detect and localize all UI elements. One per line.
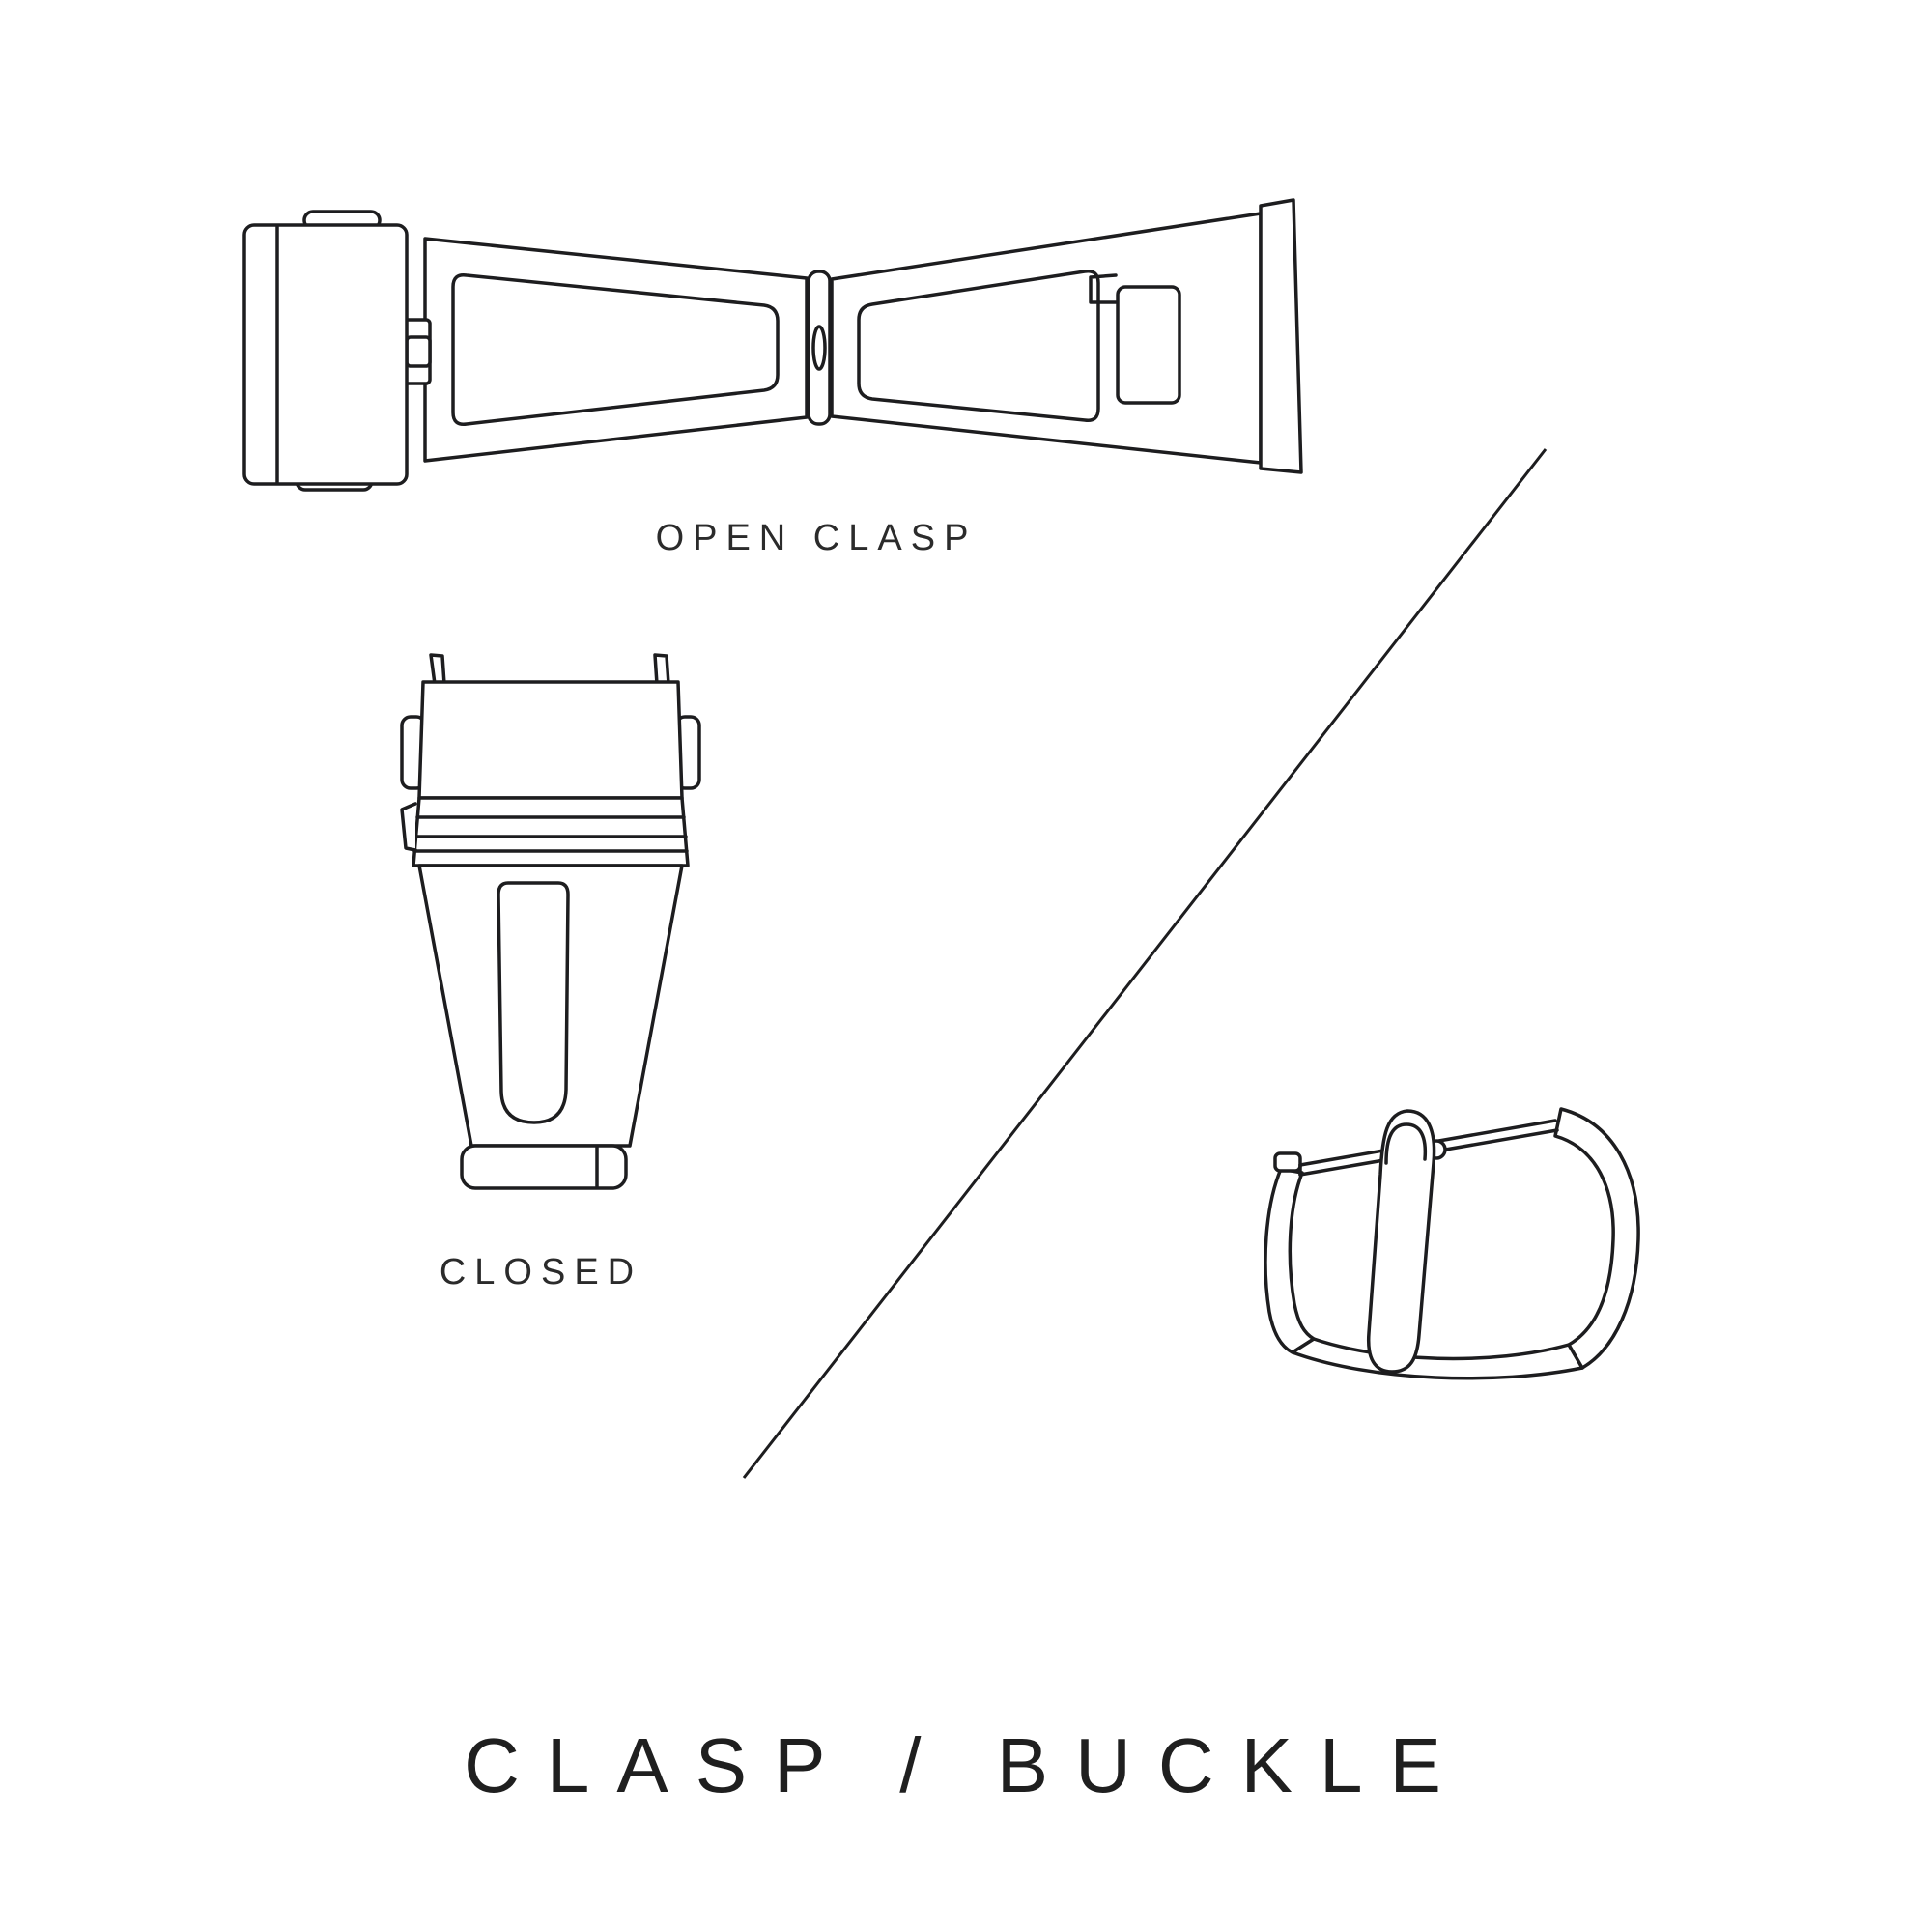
closed-clasp-body: [417, 864, 684, 1190]
closed-clasp-top-block: [400, 680, 701, 800]
open-clasp-right-arm: [830, 198, 1303, 474]
buckle-tongue: [1366, 1109, 1447, 1374]
page-title: CLASP / BUCKLE: [464, 1722, 1468, 1808]
open-clasp-illustration: [242, 198, 1303, 492]
buckle-left-ear: [1273, 1151, 1302, 1173]
closed-clasp-label: CLOSED: [439, 1252, 643, 1293]
buckle-left-band: [1264, 1167, 1316, 1354]
open-clasp-fold-piece: [242, 210, 409, 492]
closed-clasp-band: [400, 796, 690, 867]
open-clasp-hinge: [807, 270, 832, 426]
closed-clasp-illustration: [400, 653, 701, 1190]
open-clasp-left-arm: [395, 237, 809, 463]
buckle-bottom-band: [1291, 1337, 1584, 1380]
closed-clasp-prongs: [429, 653, 670, 686]
tang-buckle-illustration: [1264, 1107, 1640, 1380]
open-clasp-label: OPEN CLASP: [655, 518, 978, 558]
buckle-right-band: [1553, 1107, 1640, 1370]
